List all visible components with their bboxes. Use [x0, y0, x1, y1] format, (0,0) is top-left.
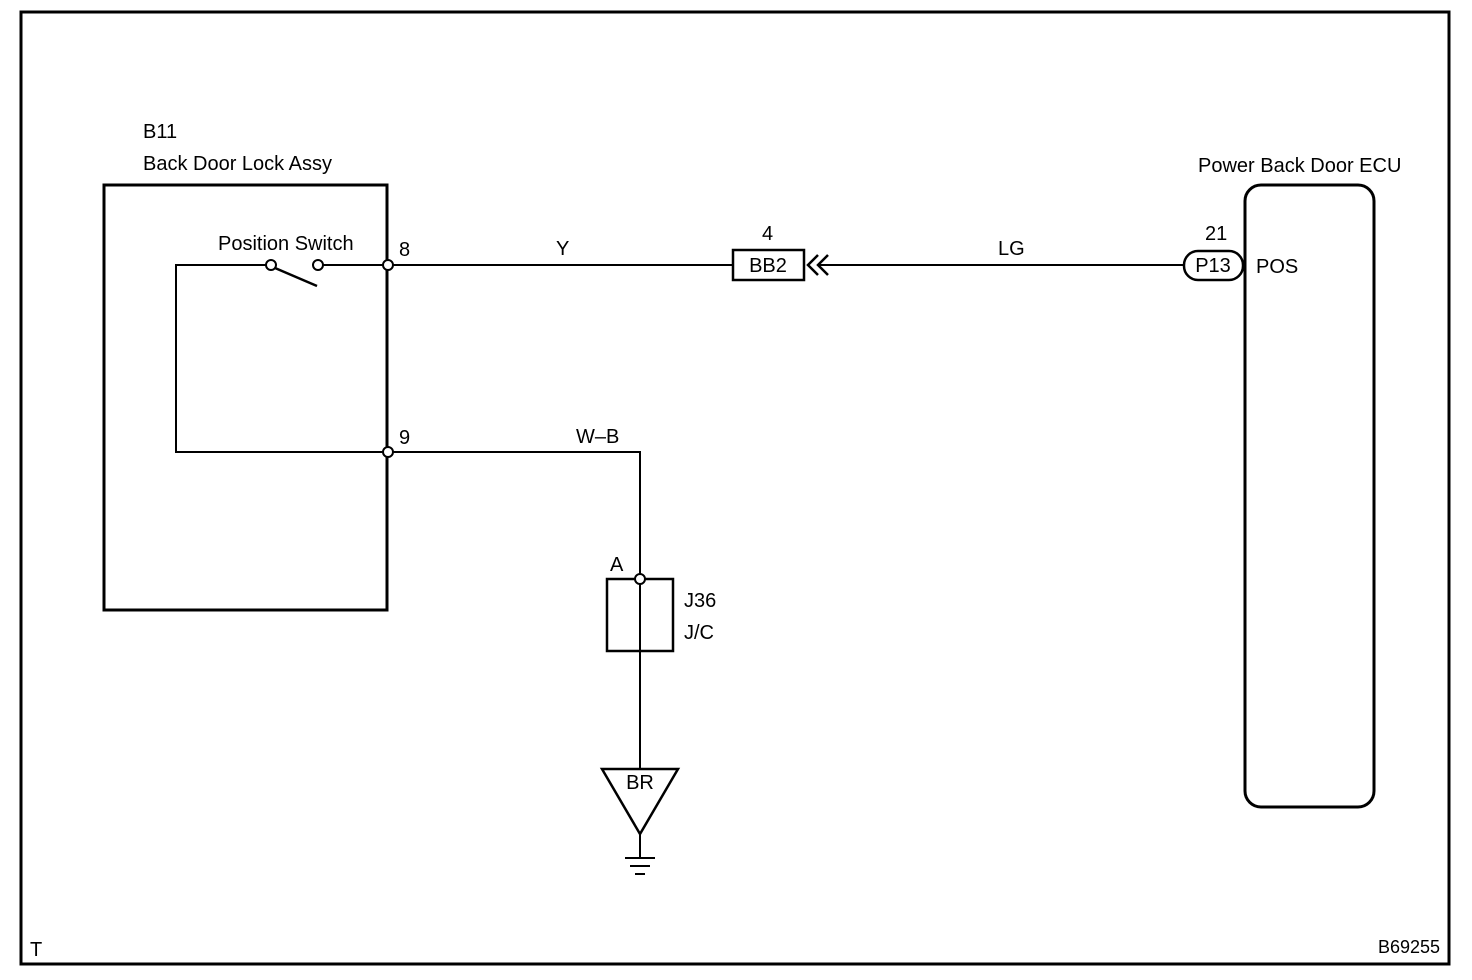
wire-lg-label: LG — [998, 238, 1025, 260]
wire-w-b — [393, 451, 641, 574]
lock-assy-code: B11 — [143, 121, 177, 143]
connector-bb2: 4 BB2 — [731, 223, 829, 282]
wire-y-label: Y — [556, 238, 569, 260]
ground-icon — [625, 857, 655, 875]
pin-8-terminal — [382, 259, 394, 271]
ground-br: BR — [599, 767, 681, 875]
connector-bb2-box — [731, 248, 806, 282]
lock-assy-name: Back Door Lock Assy — [143, 153, 332, 175]
ground-point-triangle — [599, 767, 681, 837]
connector-arrow-outer — [806, 254, 819, 276]
position-switch-label: Position Switch — [218, 233, 354, 255]
junction-type: J/C — [684, 622, 714, 644]
corner-mark: T — [30, 939, 42, 961]
ecu-terminal-pos: POS — [1256, 256, 1298, 278]
ecu-box — [1243, 183, 1376, 809]
position-switch: Position Switch — [218, 233, 354, 288]
pin-9-terminal — [382, 446, 394, 458]
ecu-pin: 21 — [1205, 223, 1227, 245]
ground-point-code: BR — [626, 772, 654, 794]
pin-8-label: 8 — [399, 239, 410, 261]
figure-code: B69255 — [1378, 937, 1440, 957]
switch-contact-left — [265, 259, 277, 271]
junction-node-a-label: A — [610, 554, 624, 576]
lock-assy-box — [102, 183, 389, 612]
switch-contact-right — [312, 259, 324, 271]
connector-bb2-code: BB2 — [749, 255, 787, 277]
back-door-lock-assy: B11 Back Door Lock Assy Position Switch … — [102, 121, 410, 612]
junction-node-a — [634, 573, 646, 585]
pin-9-label: 9 — [399, 427, 410, 449]
junction-code: J36 — [684, 590, 716, 612]
junction-j36: A J36 J/C — [605, 554, 716, 769]
power-back-door-ecu: Power Back Door ECU 21 P13 POS — [1182, 155, 1401, 809]
internal-loop-wire — [175, 264, 388, 453]
ecu-connector-p13 — [1182, 249, 1245, 282]
wire-w-b-label: W–B — [576, 426, 619, 448]
diagram-frame — [19, 10, 1451, 966]
connector-bb2-pin: 4 — [762, 223, 773, 245]
ecu-connector-code: P13 — [1195, 255, 1231, 277]
ecu-name: Power Back Door ECU — [1198, 155, 1401, 177]
switch-lever — [274, 266, 318, 288]
